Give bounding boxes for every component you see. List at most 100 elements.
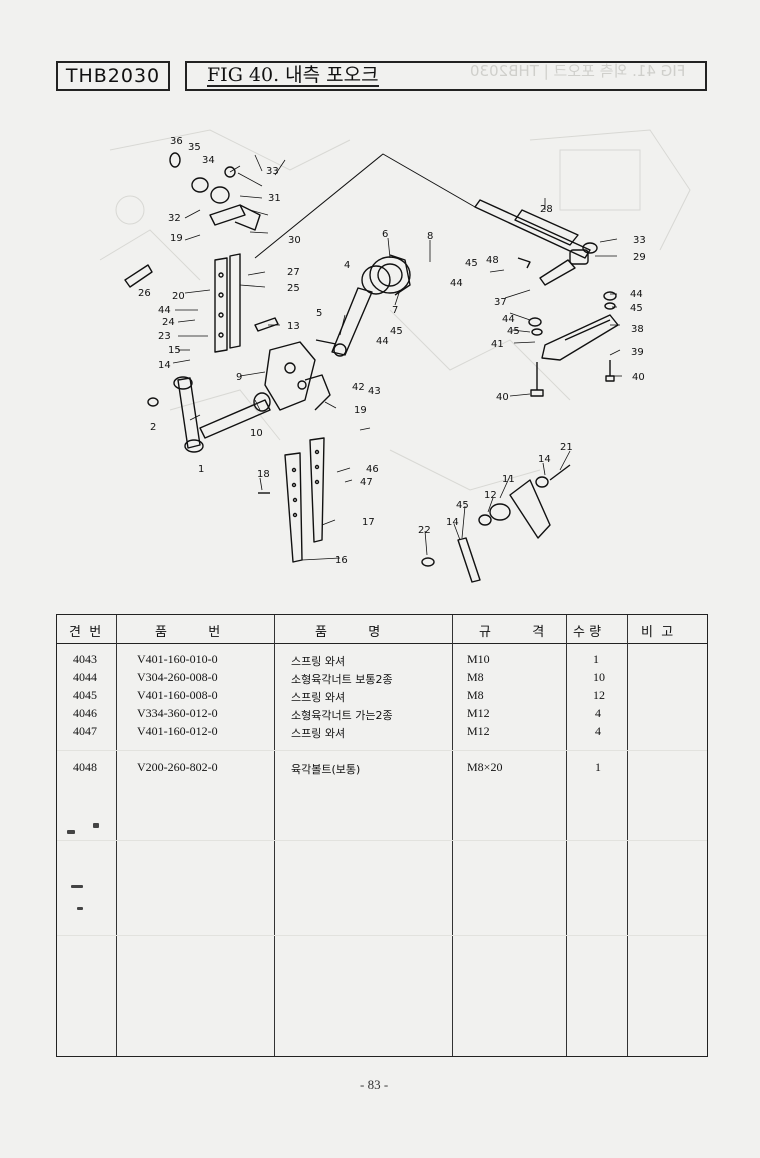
qty: 4 <box>595 724 601 738</box>
item-no: 4047 <box>73 724 97 738</box>
header-spec: 규 격 <box>479 625 545 640</box>
callout-15: 15 <box>168 345 181 356</box>
callout-28: 28 <box>540 204 553 215</box>
callout-24: 24 <box>162 317 175 328</box>
spec: M8 <box>467 688 484 702</box>
part-no: V401-160-012-0 <box>137 724 218 738</box>
callout-38: 38 <box>631 324 644 335</box>
part-no: V200-260-802-0 <box>137 760 218 774</box>
callout-41: 41 <box>491 339 504 350</box>
callout-4: 4 <box>344 260 350 271</box>
callout-8: 8 <box>427 231 433 242</box>
callout-20: 20 <box>172 291 185 302</box>
spec: M10 <box>467 652 490 666</box>
faint-grid-line <box>57 750 707 751</box>
callout-30: 30 <box>288 235 301 246</box>
callout-40b: 40 <box>496 392 509 403</box>
table-row: 4046 V334-360-012-0 소형육각너트 가는2종 M12 4 <box>57 706 707 724</box>
callout-34: 34 <box>202 155 215 166</box>
header-item-no: 견 번 <box>69 625 102 640</box>
parts-table: 견 번 품 번 품 명 규 격 수 량 비 고 4043 V401-160-01… <box>56 614 708 1057</box>
faint-grid-line <box>57 935 707 936</box>
callout-44c: 44 <box>450 278 463 289</box>
callout-19a: 19 <box>170 233 183 244</box>
part-name: 스프링 와셔 <box>291 691 346 704</box>
callout-16: 16 <box>335 555 348 566</box>
part-no: V304-260-008-0 <box>137 670 218 684</box>
part-no: V401-160-008-0 <box>137 688 218 702</box>
callout-44b: 44 <box>376 336 389 347</box>
table-row: 4048 V200-260-802-0 육각볼트(보통) M8×20 1 <box>57 760 707 778</box>
qty: 12 <box>593 688 605 702</box>
table-row: 4043 V401-160-010-0 스프링 와셔 M10 1 <box>57 652 707 670</box>
callout-14b: 14 <box>538 454 551 465</box>
callout-39: 39 <box>631 347 644 358</box>
model-text: THB2030 <box>65 65 161 87</box>
callout-42: 42 <box>352 382 365 393</box>
part-no: V401-160-010-0 <box>137 652 218 666</box>
callout-12: 12 <box>484 490 497 501</box>
callout-1: 1 <box>198 464 204 475</box>
callout-9: 9 <box>236 372 242 383</box>
col-divider <box>452 615 453 1056</box>
callout-23: 23 <box>158 331 171 342</box>
header-part-name: 품 명 <box>315 625 381 640</box>
faint-grid-line <box>57 840 707 841</box>
callout-26: 26 <box>138 288 151 299</box>
item-no: 4044 <box>73 670 97 684</box>
col-divider <box>566 615 567 1056</box>
part-name: 소형육각너트 가는2종 <box>291 709 393 722</box>
callout-13: 13 <box>287 321 300 332</box>
callout-19b: 19 <box>354 405 367 416</box>
exploded-parts-diagram: 36 35 34 33 31 32 19 30 27 25 26 20 13 4… <box>90 110 710 600</box>
diagram-svg: 36 35 34 33 31 32 19 30 27 25 26 20 13 4… <box>99 129 691 583</box>
callout-45e: 45 <box>456 500 469 511</box>
callout-37: 37 <box>494 297 507 308</box>
callout-7: 7 <box>392 305 398 316</box>
callout-45c: 45 <box>507 326 520 337</box>
part-name: 스프링 와셔 <box>291 727 346 740</box>
callout-44e: 44 <box>630 289 643 300</box>
callout-6: 6 <box>382 229 388 240</box>
callout-21: 21 <box>560 442 573 453</box>
callout-44a: 44 <box>158 305 171 316</box>
qty: 1 <box>593 652 599 666</box>
col-divider <box>627 615 628 1056</box>
callout-44d: 44 <box>502 314 515 325</box>
callout-40a: 40 <box>632 372 645 383</box>
item-no: 4048 <box>73 760 97 774</box>
callout-2: 2 <box>150 422 156 433</box>
callout-45a: 45 <box>390 326 403 337</box>
callout-14a: 14 <box>158 360 171 371</box>
callout-29: 29 <box>633 252 646 263</box>
spec: M8 <box>467 670 484 684</box>
callout-18: 18 <box>257 469 270 480</box>
qty: 4 <box>595 706 601 720</box>
col-divider <box>116 615 117 1056</box>
callout-17: 17 <box>362 517 375 528</box>
scan-speck <box>93 823 99 828</box>
header-remarks: 비 고 <box>641 625 674 640</box>
callout-43: 43 <box>368 386 381 397</box>
scan-speck <box>67 830 75 834</box>
item-no: 4045 <box>73 688 97 702</box>
table-header: 견 번 품 번 품 명 규 격 수 량 비 고 <box>57 615 707 644</box>
callout-31: 31 <box>268 193 281 204</box>
callout-47: 47 <box>360 477 373 488</box>
callout-33a: 33 <box>266 166 279 177</box>
header-part-no: 품 번 <box>155 625 221 640</box>
col-divider <box>274 615 275 1056</box>
callout-5: 5 <box>316 308 322 319</box>
spec: M12 <box>467 706 490 720</box>
callout-22: 22 <box>418 525 431 536</box>
table-row: 4047 V401-160-012-0 스프링 와셔 M12 4 <box>57 724 707 742</box>
model-label: THB2030 <box>56 61 170 91</box>
spec: M8×20 <box>467 760 503 774</box>
callout-36: 36 <box>170 136 183 147</box>
qty: 1 <box>595 760 601 774</box>
item-no: 4043 <box>73 652 97 666</box>
callout-10: 10 <box>250 428 263 439</box>
table-row: 4044 V304-260-008-0 소형육각너트 보통2종 M8 10 <box>57 670 707 688</box>
part-no: V334-360-012-0 <box>137 706 218 720</box>
